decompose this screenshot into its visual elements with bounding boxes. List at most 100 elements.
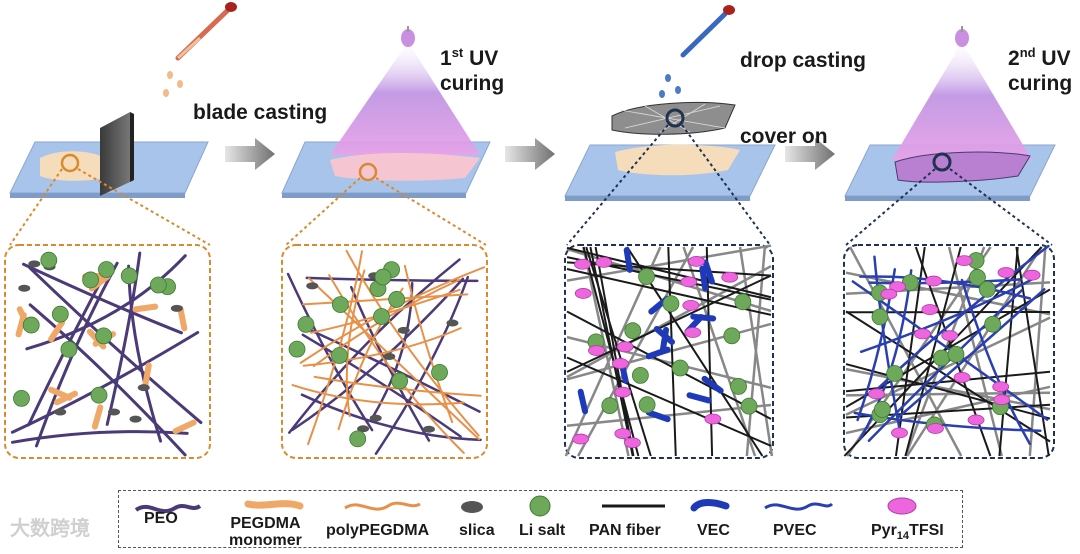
pyr14tfsi-ion: [624, 437, 641, 449]
vec-monomer: [577, 388, 589, 415]
zoom-panel-peo-pegdma: [4, 244, 211, 459]
legend-label-pyr14tfsi: Pyr14TFSI: [871, 522, 944, 543]
legend-label-pegdma: PEGDMA monomer: [229, 515, 302, 550]
li-salt-particle: [98, 261, 115, 278]
pyr14tfsi-ion: [682, 299, 700, 311]
li-salt-particle: [51, 305, 69, 323]
dropper-icon: [680, 5, 735, 58]
polypegdma-chain: [299, 266, 486, 364]
peo-chain: [286, 272, 374, 432]
pegdma-monomer: [132, 303, 159, 313]
uv2-rest: UV: [1035, 47, 1071, 70]
slica-particle: [397, 326, 410, 334]
pyr14tfsi-ion: [688, 256, 705, 267]
uv1-line2: curing: [440, 72, 505, 96]
pyr14tfsi-ion: [588, 345, 605, 356]
li-salt-particle: [969, 269, 986, 286]
li-salt-particle: [624, 322, 642, 340]
vec-monomer: [702, 259, 715, 285]
step-label-blade-casting: blade casting: [193, 101, 328, 124]
polypegdma-symbol: [344, 501, 421, 511]
pyr14tfsi-ion: [992, 381, 1010, 393]
li-salt-particle: [740, 397, 758, 415]
pan-fiber: [585, 246, 652, 457]
li-salt-particle: [40, 251, 58, 269]
peo-chain: [105, 251, 142, 426]
slica-particle: [18, 284, 31, 292]
pyr14tfsi-ion: [680, 276, 698, 288]
pegdma-monomer: [15, 312, 27, 338]
legend-label-vec: VEC: [697, 522, 730, 539]
pyr14tfsi-ion: [1023, 269, 1041, 281]
step-uv-curing-1: [281, 26, 491, 246]
casting-solution: [615, 144, 740, 176]
pyr14tfsi-ion: [616, 341, 634, 353]
legend-label-li-salt: Li salt: [519, 522, 566, 539]
li-salt-particle: [871, 308, 889, 326]
pvec-chain: [566, 265, 772, 379]
legend-label-peo: PEO: [144, 510, 178, 527]
slica-particle: [383, 352, 396, 360]
pyr14tfsi-ion: [574, 288, 592, 299]
li-salt-particle: [349, 430, 367, 448]
pan-fiber: [667, 246, 677, 457]
pegdma-monomer-symbol: [244, 500, 304, 510]
pvec-chain: [576, 246, 695, 457]
pyr-suffix: TFSI: [909, 522, 944, 539]
pyr-prefix: Pyr: [871, 522, 897, 539]
li-salt-particle: [873, 401, 891, 418]
li-salt-particle: [978, 280, 996, 298]
pegdma-line2: monomer: [229, 531, 302, 549]
pyr14tfsi-symbol: [887, 497, 917, 515]
slica-particle: [107, 408, 120, 416]
li-salt-particle: [601, 397, 619, 415]
slica-particle: [357, 425, 370, 433]
pvec-chain: [738, 246, 774, 457]
pan-fiber: [845, 363, 1051, 420]
slica-particle: [28, 260, 41, 268]
casting-solution: [40, 151, 105, 181]
polypegdma-chain: [313, 375, 482, 397]
li-salt-particle: [631, 366, 649, 384]
pyr14tfsi-ion: [914, 328, 931, 340]
doctor-blade: [100, 112, 130, 196]
pyr-subscript: 14: [896, 530, 910, 543]
li-salt-particle: [331, 296, 349, 314]
pyr14tfsi-ion: [684, 327, 702, 338]
slica-particle: [137, 384, 150, 392]
pvec-chain: [873, 255, 902, 436]
legend-box: PEO PEGDMA monomer polyPEGDMA slica Li s…: [118, 490, 963, 550]
legend-symbols: [134, 495, 917, 517]
slica-symbol: [461, 501, 483, 513]
li-salt-particle: [331, 347, 348, 364]
li-salt-particle: [886, 365, 904, 382]
li-salt-particle: [391, 372, 409, 390]
slica-particle: [369, 414, 382, 422]
pyr14tfsi-ion: [955, 255, 973, 267]
li-salt-particle: [723, 327, 741, 345]
li-salt-particle: [638, 268, 655, 285]
uv-light-cone: [892, 42, 1032, 160]
li-salt-particle: [947, 345, 965, 363]
pyr14tfsi-ion: [880, 288, 898, 300]
slica-particle: [446, 319, 459, 327]
uv2-line2: curing: [1008, 72, 1073, 96]
uv1-rest: UV: [463, 47, 499, 70]
cured-membrane: [894, 151, 1031, 183]
step-label-drop-casting: drop casting: [740, 49, 867, 72]
vec-monomer: [645, 409, 671, 423]
zoom-circle: [358, 162, 378, 182]
vec-monomer: [701, 375, 724, 394]
process-arrow: [505, 138, 555, 170]
slica-particle: [129, 415, 142, 423]
pyr14tfsi-ion: [574, 258, 591, 270]
peo-chain: [300, 393, 482, 442]
zoom-circle: [60, 153, 80, 173]
step-label-uv-curing-1: 1st UV curing: [440, 45, 504, 96]
pegdma-line1: PEGDMA: [230, 515, 301, 532]
step-uv-curing-2: [844, 26, 1056, 246]
uv2-ordinal-suffix: nd: [1019, 45, 1036, 60]
slica-particle: [54, 408, 67, 416]
peo-chain: [374, 275, 470, 455]
li-salt-particle: [95, 327, 113, 345]
